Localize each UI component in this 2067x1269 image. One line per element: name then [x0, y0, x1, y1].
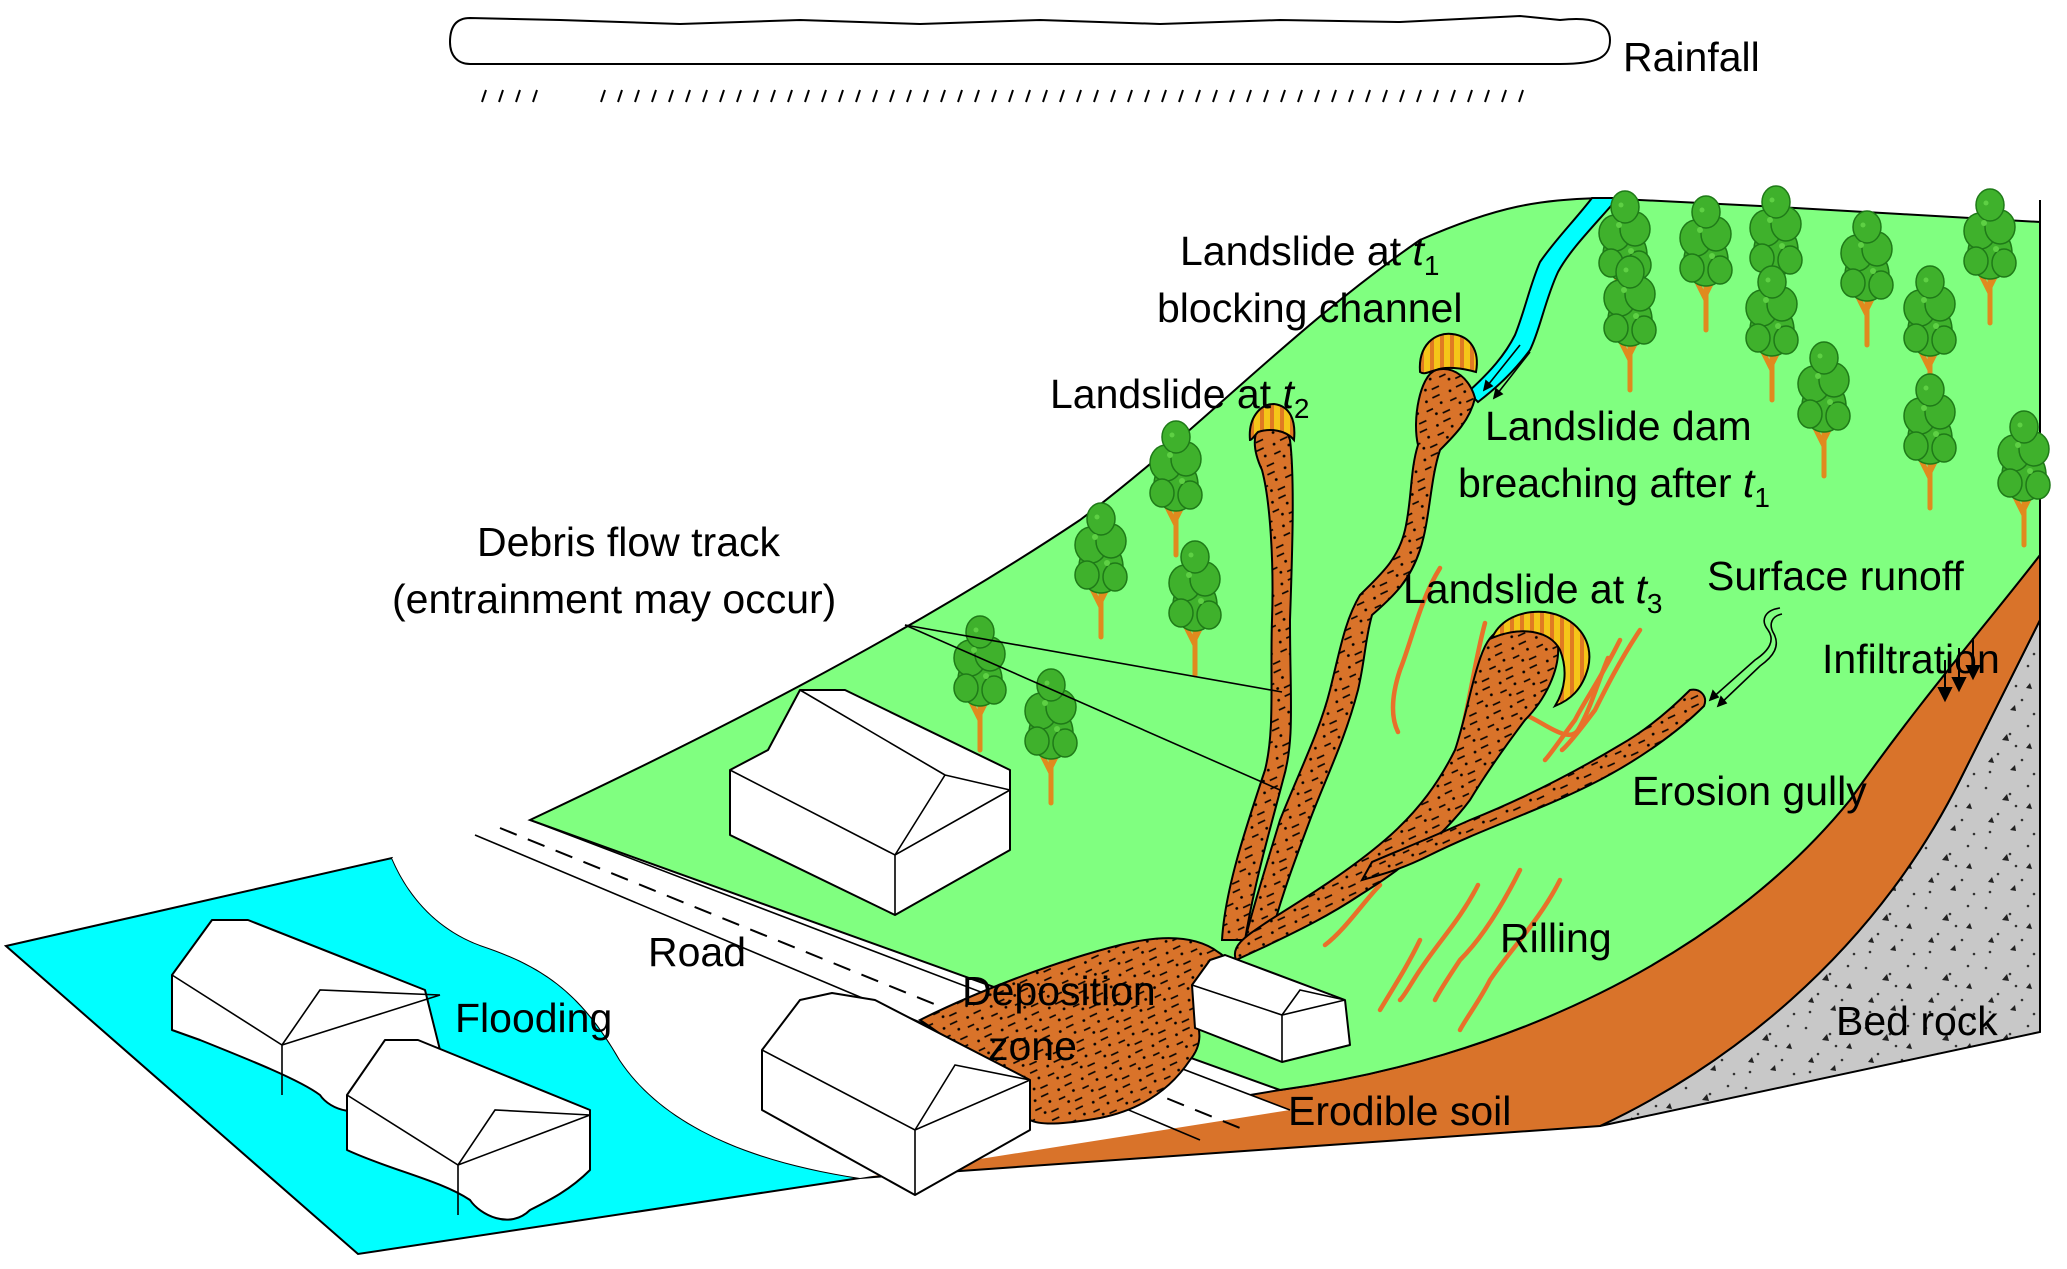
raindrop-icon	[617, 89, 623, 103]
infiltration-label: Infiltration	[1822, 636, 2000, 682]
raindrop-icon	[651, 89, 657, 103]
raindrop-icon	[515, 89, 521, 103]
dam-breach-label-line2: breaching after t1	[1458, 460, 1770, 513]
raindrop-icon	[1348, 89, 1354, 103]
raindrop-icon	[1246, 89, 1252, 103]
house-road	[761, 992, 1031, 1196]
raindrop-icon	[872, 89, 878, 103]
raindrop-icon	[481, 89, 487, 103]
raindrop-icon	[532, 89, 538, 103]
raindrop-icon	[1365, 89, 1371, 103]
raindrop-icon	[906, 89, 912, 103]
raindrop-icon	[855, 89, 861, 103]
house-deposition	[1191, 954, 1351, 1063]
raindrop-icon	[719, 89, 725, 103]
landslide-scarp-t1	[1418, 332, 1478, 375]
raindrop-icon	[1382, 89, 1388, 103]
raindrop-icon	[1484, 89, 1490, 103]
raindrop-icon	[770, 89, 776, 103]
landslide-t1-label: Landslide at t1	[1180, 228, 1440, 281]
raindrop-icon	[787, 89, 793, 103]
channel-flow-arrows	[1482, 344, 1531, 400]
house-slope	[729, 689, 1011, 916]
raindrop-icon	[685, 89, 691, 103]
raindrop-icon	[991, 89, 997, 103]
raindrop-icon	[821, 89, 827, 103]
raindrop-icon	[1314, 89, 1320, 103]
raindrop-icon	[1331, 89, 1337, 103]
raindrop-icon	[1450, 89, 1456, 103]
raindrop-icon	[668, 89, 674, 103]
debris-track-t2	[1220, 423, 1294, 941]
raindrop-icon	[1161, 89, 1167, 103]
raindrop-icon	[600, 89, 606, 103]
raindrop-icon	[1501, 89, 1507, 103]
flooding-label: Flooding	[455, 995, 612, 1041]
raindrop-icon	[736, 89, 742, 103]
raindrop-icon	[1008, 89, 1014, 103]
deposition-zone-label: Deposition	[962, 968, 1156, 1014]
debris-track-leader-lines	[904, 624, 1283, 791]
houses	[171, 689, 1351, 1221]
landslide-scarp-t3	[1490, 610, 1591, 709]
raindrop-icon	[1263, 89, 1269, 103]
raindrop-icon	[1518, 89, 1524, 103]
raindrop-icon	[804, 89, 810, 103]
deposition-zone-label-line2: zone	[988, 1023, 1077, 1069]
raindrop-icon	[1076, 89, 1082, 103]
debris-track-label: Debris flow track	[477, 519, 781, 565]
surface-runoff-arrows	[1708, 607, 1783, 708]
landslide-t1-label-line2: blocking channel	[1157, 285, 1462, 331]
erodible-soil-label: Erodible soil	[1288, 1088, 1511, 1134]
debris-track-t3	[1233, 624, 1560, 962]
raindrop-icon	[1467, 89, 1473, 103]
raindrop-icon	[753, 89, 759, 103]
raindrop-icon	[1280, 89, 1286, 103]
raindrop-icon	[1416, 89, 1422, 103]
raindrop-icon	[702, 89, 708, 103]
raindrop-icon	[1025, 89, 1031, 103]
raindrop-icon	[1399, 89, 1405, 103]
erosion-gully-label: Erosion gully	[1632, 768, 1867, 814]
raindrop-icon	[923, 89, 929, 103]
raindrop-icon	[1433, 89, 1439, 103]
raindrop-icon	[1297, 89, 1303, 103]
raindrop-icon	[940, 89, 946, 103]
cloud-icon	[448, 14, 1612, 65]
raindrop-icon	[1229, 89, 1235, 103]
erosion-gully-track	[1359, 688, 1706, 882]
landslide-scarp-t2	[1248, 402, 1296, 443]
house-flooded-2	[346, 1039, 591, 1221]
bed-rock-label: Bed rock	[1836, 998, 1998, 1044]
stream-channel	[1466, 197, 1621, 404]
raindrop-icon	[1093, 89, 1099, 103]
debris-track-label-line2: (entrainment may occur)	[392, 576, 836, 622]
raindrop-icon	[974, 89, 980, 103]
raindrop-icon	[1110, 89, 1116, 103]
raindrop-icon	[634, 89, 640, 103]
raindrop-icon	[1178, 89, 1184, 103]
landslide-t3-label: Landslide at t3	[1403, 566, 1663, 619]
raindrop-icon	[498, 89, 504, 103]
raindrop-icon	[957, 89, 963, 103]
rain-drops	[481, 89, 1524, 103]
rain-cloud: Rainfall	[448, 14, 1760, 103]
raindrop-icon	[1042, 89, 1048, 103]
raindrop-icon	[1212, 89, 1218, 103]
raindrop-icon	[1127, 89, 1133, 103]
rainfall-label: Rainfall	[1623, 34, 1760, 80]
raindrop-icon	[1144, 89, 1150, 103]
surface-runoff-label: Surface runoff	[1707, 553, 1964, 599]
raindrop-icon	[838, 89, 844, 103]
rilling-label: Rilling	[1500, 915, 1612, 961]
raindrop-icon	[1195, 89, 1201, 103]
raindrop-icon	[889, 89, 895, 103]
infiltration-arrows	[1937, 638, 1981, 703]
landslide-t2-label: Landslide at t2	[1050, 371, 1310, 424]
road-label: Road	[648, 929, 746, 975]
labels: Landslide at t1 blocking channel Landsli…	[392, 228, 2000, 1134]
dam-breach-label: Landslide dam	[1485, 403, 1752, 449]
raindrop-icon	[1059, 89, 1065, 103]
